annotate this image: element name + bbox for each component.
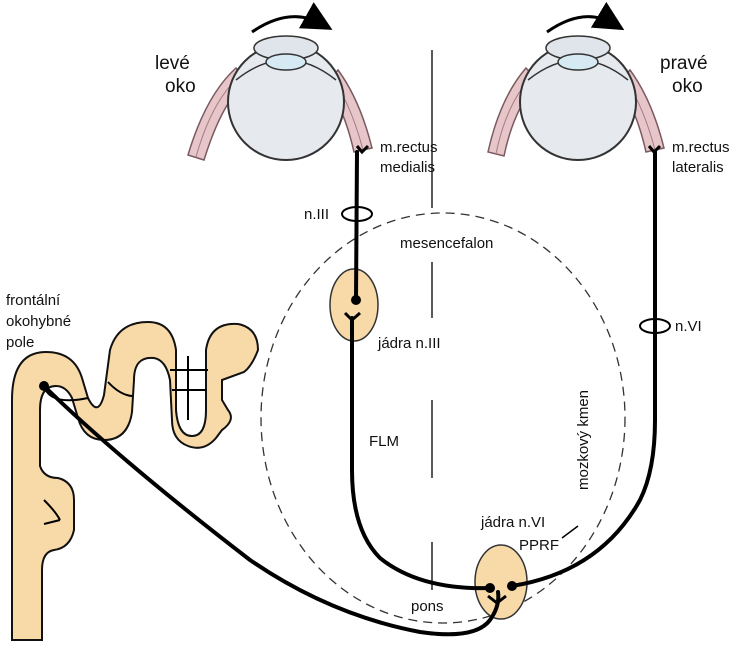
right-eye-label-1: pravé (660, 53, 708, 74)
flm-tract (352, 318, 490, 588)
pprf-label: PPRF (519, 537, 559, 554)
left-rotation-arrow (252, 17, 322, 32)
mesencephalon-label: mesencefalon (400, 235, 493, 252)
right-rotation-arrow (547, 17, 614, 32)
brainstem-outline (261, 213, 625, 623)
n3-nuclei-label: jádra n.III (377, 335, 441, 352)
cortex-label-2: okohybné (6, 313, 71, 330)
abducens-nuclei (475, 545, 527, 619)
lateral-rectus-label-1: m.rectus (672, 139, 730, 156)
left-eye (188, 17, 372, 160)
medial-rectus-label-2: medialis (380, 159, 435, 176)
cortex-label-3: pole (6, 334, 34, 351)
cortex-label-1: frontální (6, 292, 61, 309)
right-eye-label-2: oko (672, 76, 703, 97)
n3-label: n.III (304, 206, 329, 223)
pons-label: pons (411, 598, 444, 615)
lateral-rectus-label-2: lateralis (672, 159, 724, 176)
right-eye-lens (558, 54, 598, 70)
n6-nuclei-label: jádra n.VI (480, 514, 545, 531)
left-eye-label-1: levé (155, 53, 190, 74)
oculomotor-nerve (356, 152, 357, 300)
medial-rectus-label-1: m.rectus (380, 139, 438, 156)
frontal-eye-field-cortex (12, 322, 258, 640)
flm-label: FLM (369, 433, 399, 450)
neural-pathways (44, 152, 655, 634)
left-eye-lens (266, 54, 306, 70)
right-eye (488, 17, 664, 160)
left-eye-label-2: oko (165, 76, 196, 97)
n6-label: n.VI (675, 318, 702, 335)
pprf-pointer (562, 526, 578, 538)
brainstem-label: mozkový kmen (575, 390, 592, 490)
